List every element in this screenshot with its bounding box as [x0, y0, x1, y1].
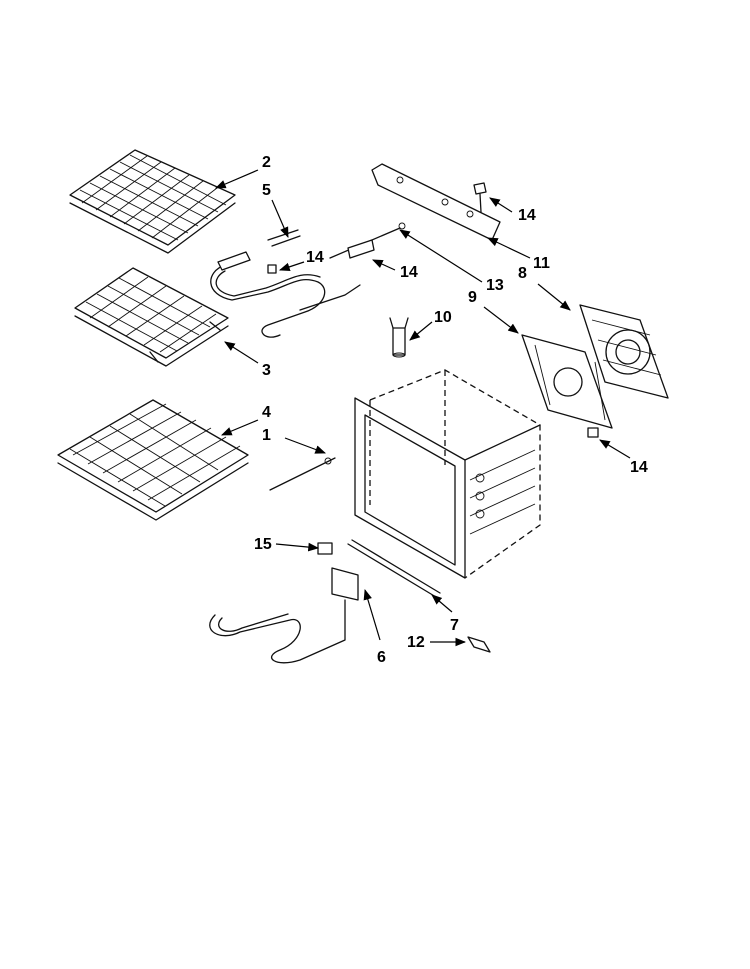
callout-14-fan: 14 [630, 459, 648, 476]
callout-15: 15 [254, 536, 272, 553]
leader-5 [271, 199, 289, 238]
callout-5: 5 [262, 182, 271, 199]
leader-14a [278, 261, 305, 272]
leader-13 [399, 229, 483, 283]
callout-11: 11 [533, 255, 550, 272]
leader-7 [431, 594, 453, 613]
temperature-sensor [329, 222, 406, 259]
sensor-probe [269, 457, 336, 491]
callout-14-upper: 14 [306, 249, 324, 266]
bake-element [209, 567, 359, 664]
screw-icon [473, 182, 487, 213]
fan-cover-plate [521, 334, 613, 429]
leader-6 [363, 588, 381, 641]
callout-9: 9 [468, 289, 477, 306]
callout-labels: 2 5 14 14 3 4 1 15 6 7 12 14 11 13 8 9 1… [254, 154, 648, 666]
leader-14b [372, 259, 396, 271]
leader-11 [487, 237, 531, 259]
callout-8: 8 [518, 265, 527, 282]
oven-rack-middle [74, 267, 229, 367]
callout-leaders [215, 169, 631, 647]
callout-6: 6 [377, 649, 386, 666]
callout-3: 3 [262, 362, 271, 379]
callout-12: 12 [407, 634, 425, 651]
callout-10: 10 [434, 309, 452, 326]
leader-14c [489, 197, 513, 213]
oven-rack-upper [69, 149, 236, 254]
convection-fan-assembly [579, 304, 669, 399]
leader-1 [284, 437, 327, 454]
leader-8 [537, 283, 571, 311]
screw-upper-left [267, 264, 277, 274]
retaining-clip [467, 636, 491, 653]
callout-13: 13 [486, 277, 504, 294]
callout-14-sensor: 14 [400, 264, 418, 281]
oven-cavity [354, 369, 541, 579]
screw-fan [587, 427, 599, 438]
leader-3 [224, 341, 259, 364]
mounting-bracket [371, 163, 501, 241]
gasket-tube [347, 539, 441, 598]
callout-4: 4 [262, 404, 271, 421]
thermal-fuse [389, 317, 409, 358]
leader-10 [409, 321, 433, 341]
leader-9 [483, 306, 519, 334]
oven-rack-lower [57, 399, 249, 521]
leader-14d [599, 439, 631, 459]
callout-14-bracket: 14 [518, 207, 536, 224]
mounting-screw [317, 542, 333, 555]
callout-1: 1 [262, 427, 271, 444]
leader-4 [221, 419, 259, 436]
leader-2 [215, 169, 259, 189]
callout-2: 2 [262, 154, 271, 171]
broil-element [210, 229, 361, 338]
leader-15 [275, 542, 320, 552]
callout-7: 7 [450, 617, 459, 634]
